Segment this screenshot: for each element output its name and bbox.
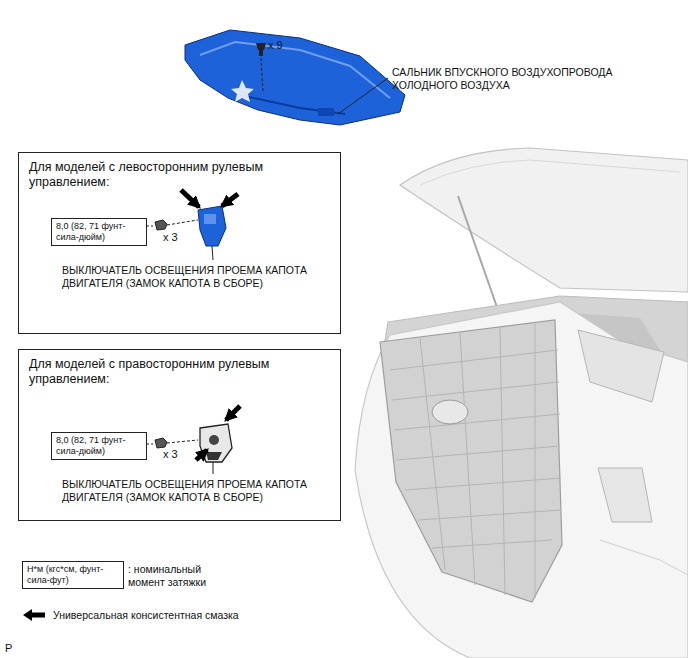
latch-lhd [147,190,238,260]
latch-rhd [147,406,240,474]
legend-item: Универсальная консистентная смазка [22,608,239,622]
torque-value: 8,0 (82, 71 фунт-сила-дюйм) [56,221,142,243]
leader-line [338,78,388,114]
quantity-label: x 3 [163,448,178,461]
quantity-label: x 3 [163,231,178,244]
legend-text: Универсальная консистентная смазка [53,609,239,621]
note-panel: Для моделей с левосторонним рулевым упра… [18,152,341,334]
page-marker: P [5,642,12,655]
legend-note: : номинальный момент затяжки [128,563,228,588]
torque-value: 8,0 (82, 71 фунт-сила-дюйм) [56,435,142,457]
clip-symbol [256,43,266,92]
gasket-part [185,30,405,125]
torque-box: 8,0 (82, 71 фунт-сила-дюйм) [51,218,147,246]
grease-arrow-symbol [22,608,46,622]
torque-value: Н*м (кгс*см, фунт-сила-фут) [27,564,119,586]
panel-heading: Для моделей с левосторонним рулевым упра… [29,160,299,190]
panel-heading: Для моделей с правосторонним рулевым упр… [29,357,299,387]
part-name: ВЫКЛЮЧАТЕЛЬ ОСВЕЩЕНИЯ ПРОЕМА КАПОТА ДВИГ… [62,478,337,503]
car-illustration [355,148,688,658]
torque-box: 8,0 (82, 71 фунт-сила-дюйм) [51,432,147,460]
part-name: САЛЬНИК ВПУСКНОГО ВОЗДУХОПРОВОДА ХОЛОДНО… [392,66,642,91]
part-name: ВЫКЛЮЧАТЕЛЬ ОСВЕЩЕНИЯ ПРОЕМА КАПОТА ДВИГ… [62,264,337,289]
quantity-label: x 9 [268,39,283,52]
torque-legend-box: Н*м (кгс*см, фунт-сила-фут) [22,561,124,589]
